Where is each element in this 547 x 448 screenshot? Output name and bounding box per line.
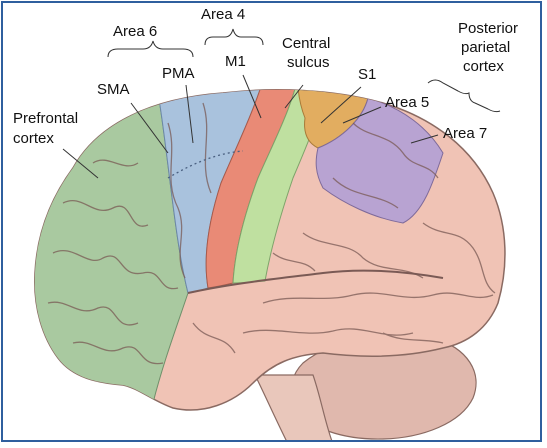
sma-label: SMA [97, 81, 130, 98]
area7-label: Area 7 [443, 125, 488, 142]
prefrontal-label-line2: cortex [13, 130, 54, 147]
figure-frame: Area 6 Area 4 M1 Central sulcus S1 Poste… [1, 1, 542, 442]
m1-label: M1 [225, 53, 246, 70]
central-sulcus-label-line2: sulcus [287, 54, 330, 71]
lateral-sulcus [187, 269, 444, 294]
leader-lines [62, 28, 501, 179]
central-sulcus-label-line1: Central [282, 35, 331, 52]
prefrontal-label-line1: Prefrontal [13, 110, 79, 127]
brain-illustration [34, 28, 506, 440]
sma-pma-boundary [167, 150, 244, 179]
gyri-lines [47, 102, 496, 365]
area5-label: Area 5 [385, 94, 430, 111]
area7-region [315, 97, 444, 224]
posterior-parietal-label-line2: parietal [461, 39, 511, 56]
pma-label: PMA [162, 65, 195, 82]
posterior-parietal-label-line3: cortex [463, 58, 504, 75]
posterior-parietal-label-line1: Posterior [458, 20, 519, 37]
area4-label: Area 4 [201, 6, 246, 23]
brainstem [254, 374, 333, 440]
area6-label: Area 6 [113, 23, 158, 40]
s1-label: S1 [358, 66, 377, 83]
